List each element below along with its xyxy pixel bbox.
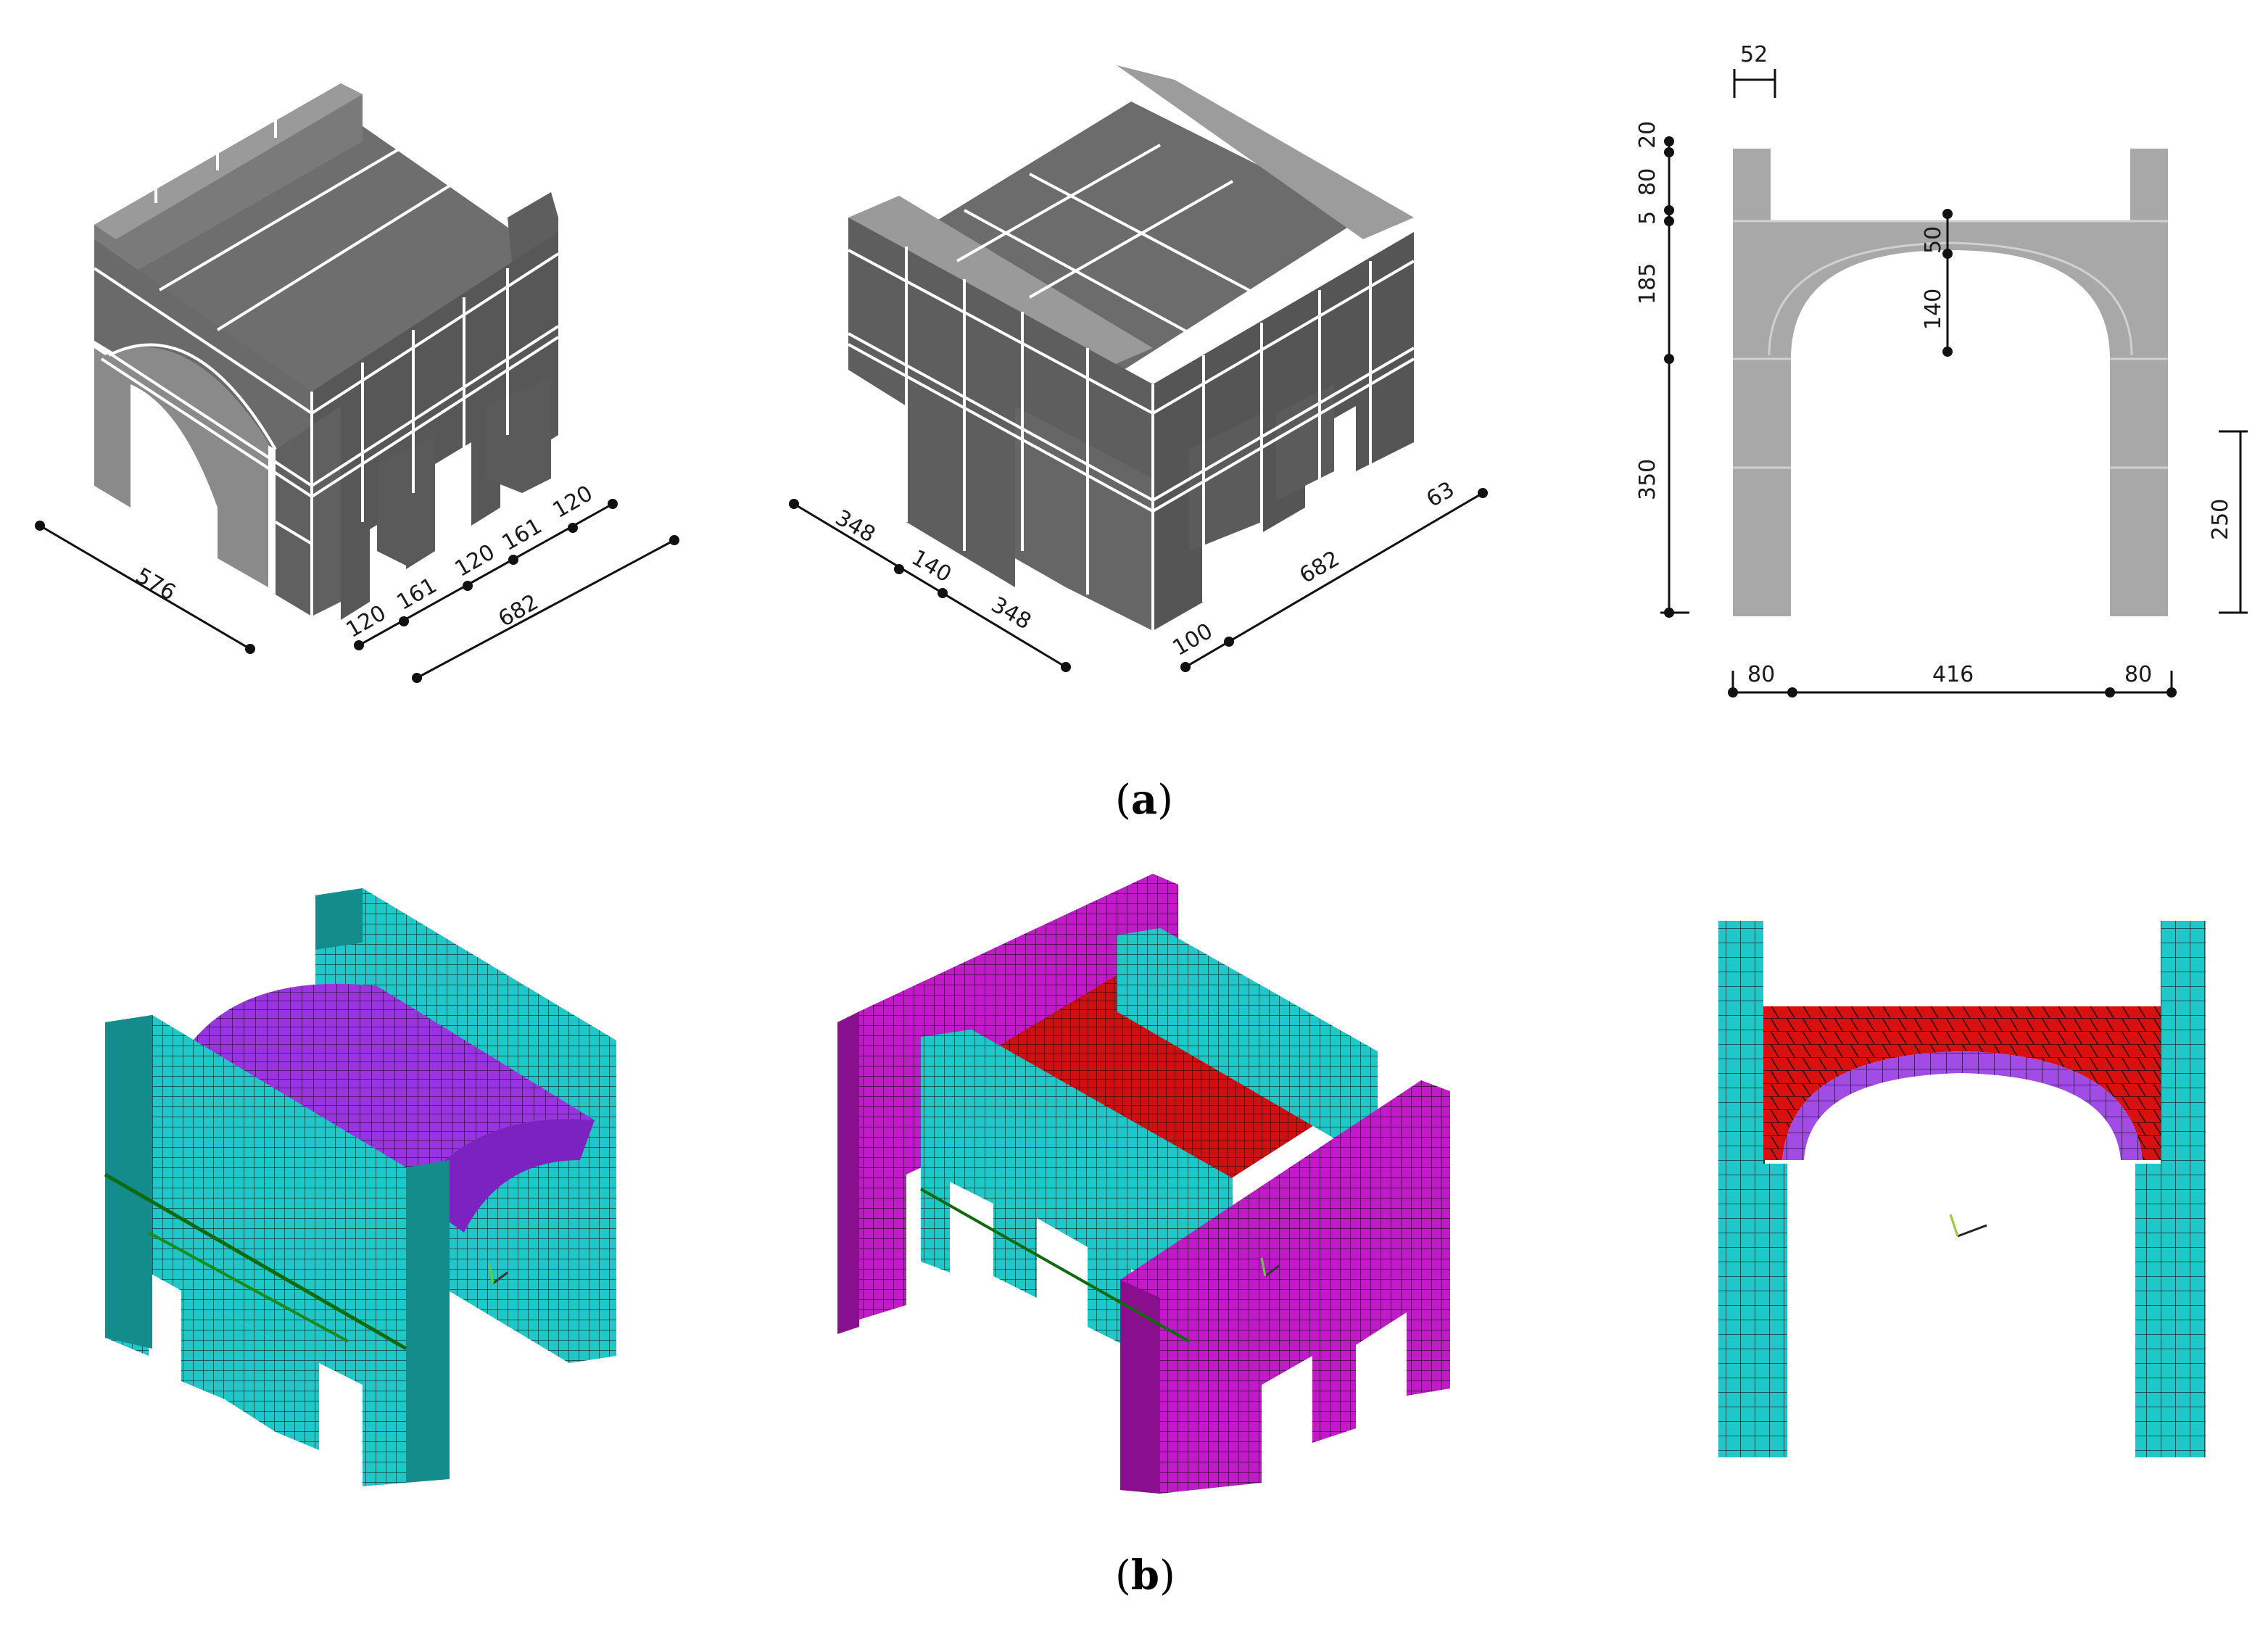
dim-63: 63 [1423, 477, 1460, 513]
front-wall-mesh [1120, 1080, 1450, 1494]
mesh-1 [104, 888, 616, 1486]
dim-140: 140 [907, 545, 956, 588]
drawing-1-isometric: 576 120 161 120 161 120 682 [35, 83, 679, 683]
dim-80: 80 [1635, 168, 1660, 196]
panel-a-label: (a) [1115, 776, 1173, 824]
dim-52: 52 [1740, 42, 1768, 67]
dim-80-left: 80 [1747, 662, 1775, 687]
dim-120-b: 120 [451, 539, 500, 582]
axis-triad-icon [1260, 1257, 1280, 1278]
dim-682-b: 682 [1296, 546, 1344, 589]
mesh-2 [837, 874, 1450, 1494]
dim-80-right: 80 [2124, 662, 2152, 687]
arch-ring-mesh [1782, 1051, 2143, 1160]
dimension-lines-1: 576 120 161 120 161 120 682 [35, 481, 679, 683]
axis-triad-icon [488, 1264, 508, 1285]
axis-triad-icon [1949, 1214, 1987, 1238]
dim-350: 350 [1635, 459, 1660, 500]
front-wall-mesh [105, 1015, 406, 1486]
elevation-frame [1733, 149, 2168, 616]
drawing-3-elevation: 52 20 80 5 185 350 50 140 250 80 416 80 [1635, 42, 2248, 697]
dim-161-b: 161 [498, 513, 547, 556]
dim-250: 250 [2208, 499, 2233, 540]
panel-b-label: (b) [1115, 1552, 1175, 1599]
spandrel-mesh [1763, 1006, 2161, 1160]
dimension-lines-3: 52 20 80 5 185 350 50 140 250 80 416 80 [1635, 42, 2248, 697]
mesh-3-elevation [1718, 921, 2206, 1457]
dim-682: 682 [494, 589, 543, 632]
arch-face [94, 239, 312, 609]
dim-100: 100 [1169, 618, 1217, 661]
dim-576: 576 [131, 563, 180, 606]
vault-mesh [185, 983, 595, 1196]
dim-416: 416 [1932, 662, 1974, 687]
dim-20: 20 [1635, 121, 1660, 149]
dim-5: 5 [1635, 211, 1660, 225]
drawing-2-isometric: 348 140 348 100 682 63 [789, 63, 1488, 672]
pier-face [312, 232, 558, 620]
dim-161-a: 161 [393, 573, 442, 616]
dim-185: 185 [1635, 263, 1660, 305]
fill-mesh [972, 975, 1356, 1189]
dim-50: 50 [1921, 226, 1946, 254]
dim-140-b: 140 [1921, 289, 1946, 330]
dim-348-b: 348 [987, 592, 1035, 635]
